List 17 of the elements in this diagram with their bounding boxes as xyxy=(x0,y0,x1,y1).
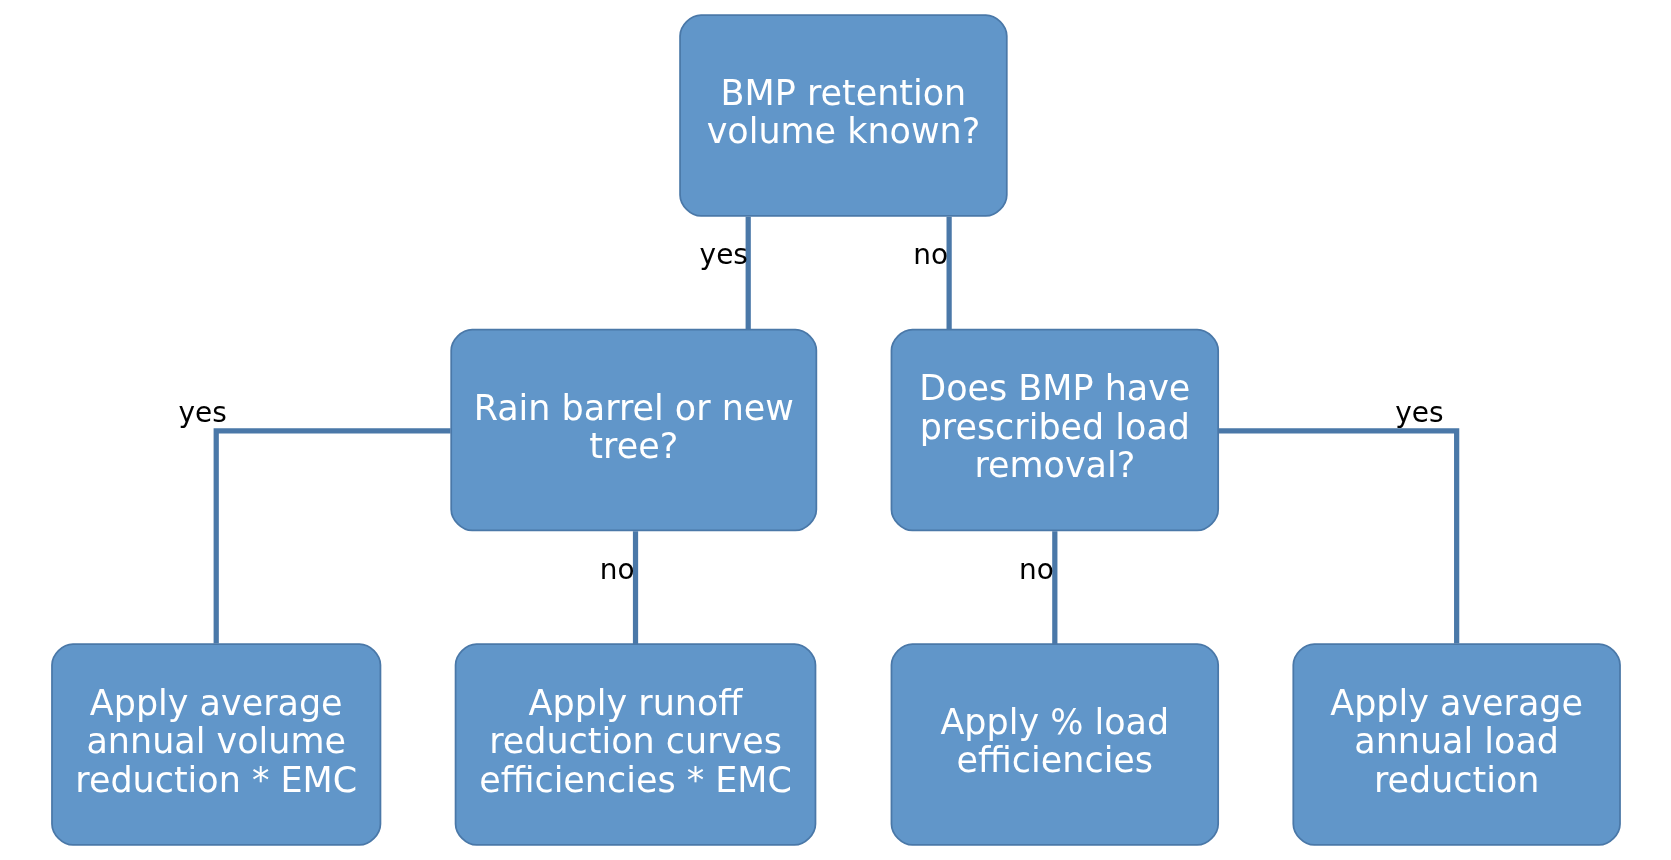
edge-label: no xyxy=(912,238,948,272)
node-box: Does BMP have prescribed load removal? xyxy=(890,328,1219,532)
node-box: Apply average annual volume reduction * EMC xyxy=(50,643,381,846)
connector xyxy=(213,428,451,644)
node-box: BMP retention volume known? xyxy=(678,14,1008,217)
connector xyxy=(946,216,952,330)
node-box: Apply runoff reduction curves efficiencies * EMC xyxy=(454,643,816,846)
connector xyxy=(745,216,751,330)
connector xyxy=(1051,531,1057,644)
edge-label: no xyxy=(599,552,635,586)
edge-label: yes xyxy=(1394,395,1443,429)
node-box: Apply % load efficiencies xyxy=(890,643,1219,846)
edge-label: yes xyxy=(178,395,227,429)
node-box: Apply average annual load reduction xyxy=(1291,643,1621,846)
node-box: Rain barrel or new tree? xyxy=(449,328,817,532)
connector xyxy=(632,531,638,644)
connector xyxy=(1217,428,1459,644)
